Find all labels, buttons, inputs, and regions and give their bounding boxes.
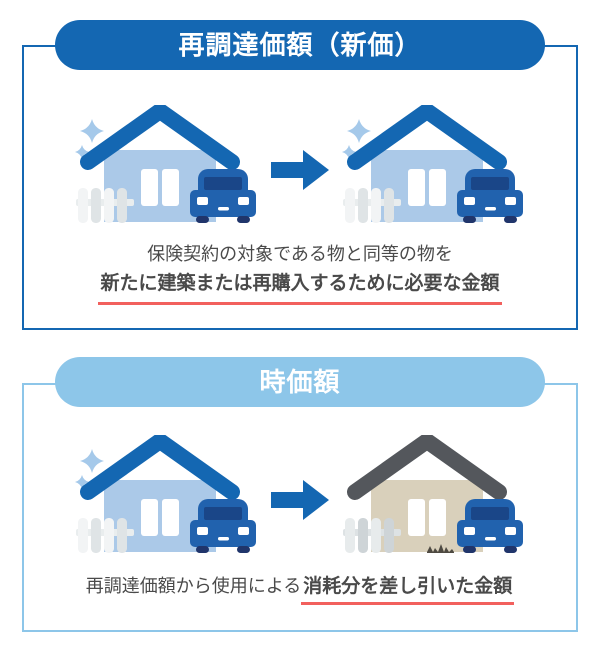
fence-icon [343,518,401,553]
new-house-icon [75,105,256,223]
new-house-icon [342,105,523,223]
panel1-illustration [74,105,526,225]
sparkle-icon [80,449,104,473]
sparkle-icon [347,119,371,143]
panel1-caption: 保険契約の対象である物と同等の物を 新たに建築または再購入するために必要な金額 [98,241,502,306]
arrow-right-icon [271,150,329,195]
panel2-box: 再調達価額から使用による消耗分を差し引いた金額 [22,383,578,632]
car-icon [457,169,523,223]
panel1-title: 再調達価額（新価） [178,30,422,60]
panel2-title-pill: 時価額 [55,357,545,407]
panel2-illustration [74,435,526,555]
car-icon [190,169,256,223]
sparkle-icon [80,119,104,143]
weeds-icon [427,544,454,553]
panel2-caption-highlight: 消耗分を差し引いた金額 [301,571,515,605]
fence-icon [76,518,134,553]
sparkle-icon [75,145,89,159]
panel2-caption: 再調達価額から使用による消耗分を差し引いた金額 [85,571,515,605]
old-house-icon [343,435,523,553]
car-icon [190,499,256,553]
panel1-box: 保険契約の対象である物と同等の物を 新たに建築または再購入するために必要な金額 [22,45,578,330]
panel2-caption-prefix: 再調達価額から使用による [85,576,302,596]
panel1-caption-line2: 新たに建築または再購入するために必要な金額 [98,269,502,306]
fence-icon [343,188,401,223]
panel1-title-pill: 再調達価額（新価） [55,20,545,70]
arrow-right-icon [271,480,329,525]
sparkle-icon [75,475,89,489]
fence-icon [76,188,134,223]
car-icon [457,499,523,553]
new-house-icon [75,435,256,553]
panel1-caption-line1: 保険契約の対象である物と同等の物を [147,244,453,264]
panel2-title: 時価額 [259,367,341,397]
sparkle-icon [342,145,356,159]
